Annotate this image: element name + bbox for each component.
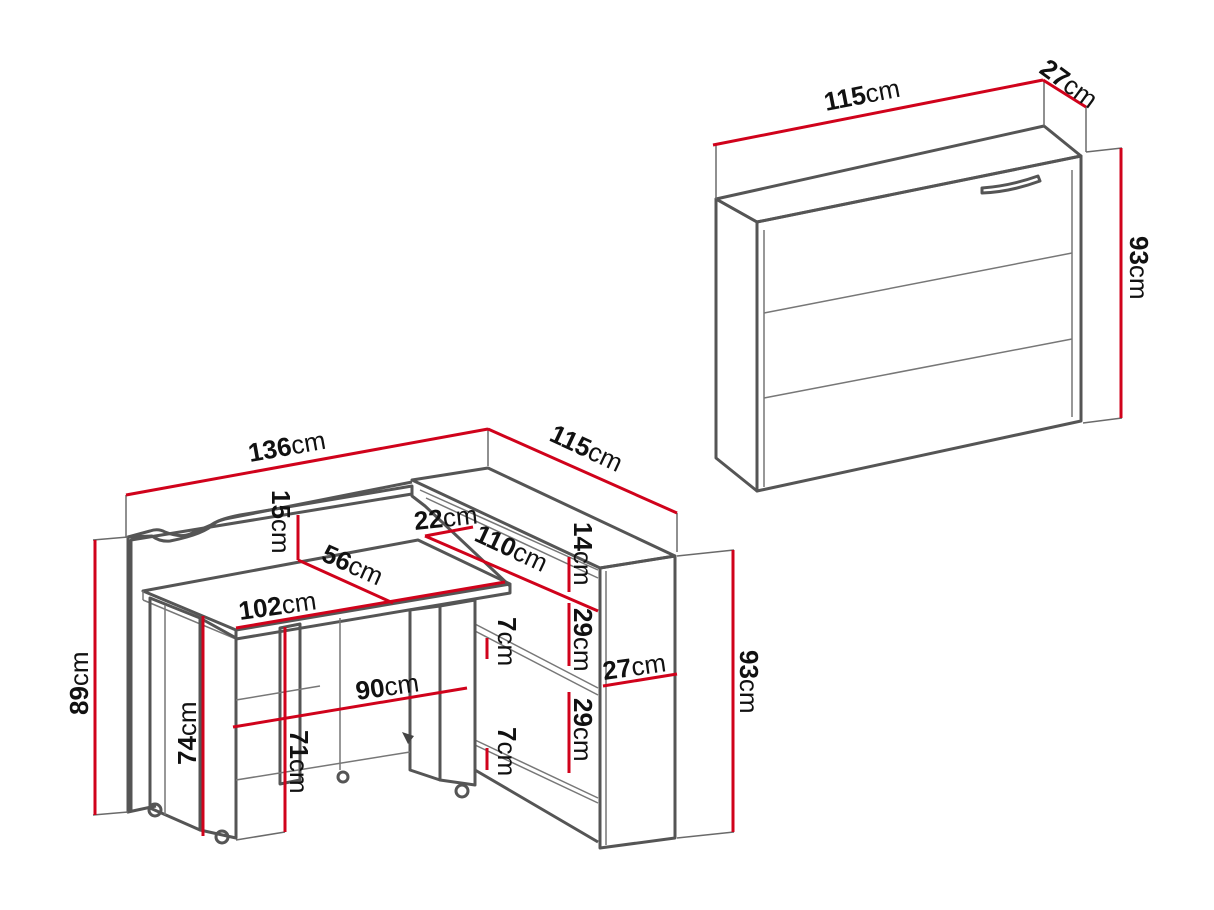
left-height-label: 89cm bbox=[64, 651, 94, 715]
top-gap-label: 14cm bbox=[568, 522, 598, 586]
cabinet-width-label: 115cm bbox=[545, 418, 627, 478]
shelf-height-upper-label: 29cm bbox=[568, 608, 598, 672]
wheel-icon bbox=[336, 770, 350, 784]
closed-cabinet: 115cm 27cm 93cm bbox=[712, 53, 1154, 493]
wheel-icon bbox=[454, 783, 470, 799]
wheel-icon bbox=[147, 802, 163, 818]
closed-height-label: 93cm bbox=[1124, 236, 1154, 300]
knee-height-label: 71cm bbox=[284, 730, 314, 794]
closed-depth-label: 27cm bbox=[1034, 53, 1103, 115]
open-desk: 136cm 115cm 15cm 56cm 102cm 22cm 110cm 1… bbox=[64, 418, 764, 850]
back-panel-height-label: 15cm bbox=[266, 490, 296, 554]
cabinet-depth-label: 27cm bbox=[601, 647, 668, 686]
handle-icon bbox=[980, 174, 1042, 195]
wheel-icon bbox=[214, 829, 230, 845]
cabinet-height-label: 93cm bbox=[734, 650, 764, 714]
gap-22-label: 22cm bbox=[412, 499, 478, 535]
knee-width-label: 90cm bbox=[354, 667, 421, 706]
desk-width-label: 102cm bbox=[237, 585, 318, 626]
shelf-lip-lower-label: 7cm bbox=[492, 727, 522, 776]
desk-height-label: 74cm bbox=[172, 701, 202, 765]
total-width-label: 136cm bbox=[246, 425, 328, 468]
latch-icon bbox=[402, 732, 414, 744]
shelf-lip-upper-label: 7cm bbox=[492, 617, 522, 666]
shelf-height-lower-label: 29cm bbox=[568, 698, 598, 762]
